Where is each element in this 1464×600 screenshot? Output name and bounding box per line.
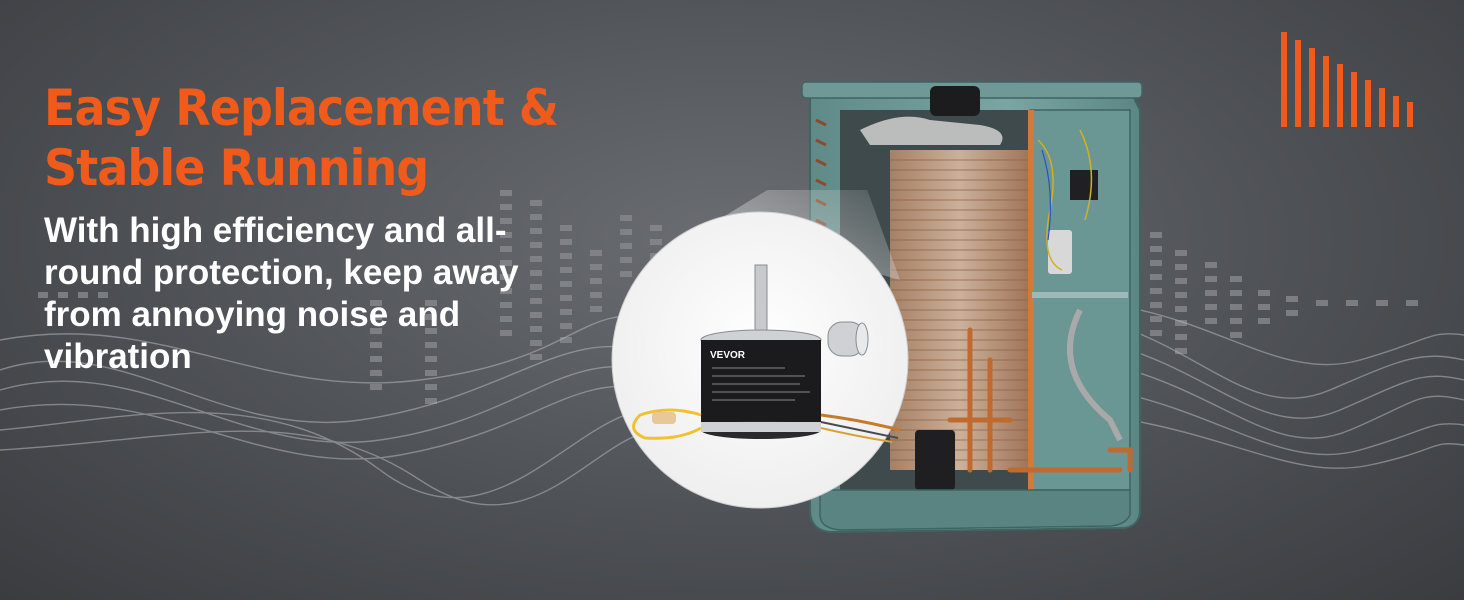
headline-line-1: Easy Replacement &: [44, 79, 559, 137]
sound-wave-icon: [1281, 32, 1413, 127]
headline: Easy Replacement & Stable Running: [44, 78, 559, 198]
feature-description: With high efficiency and all-round prote…: [44, 211, 519, 376]
headline-line-2: Stable Running: [44, 139, 429, 197]
motor-zoom-callout: VEVOR: [611, 190, 909, 509]
motor-brand-label: VEVOR: [710, 350, 746, 361]
